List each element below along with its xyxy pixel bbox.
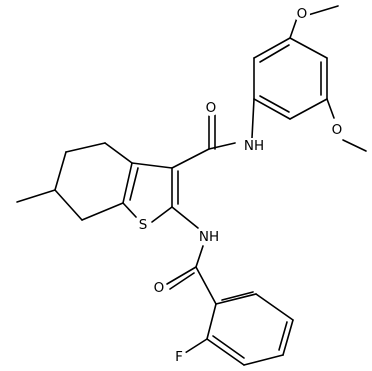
bond-fluoro-5 <box>206 338 245 366</box>
label-o-amide-upper: O <box>206 100 217 116</box>
bond-aryl-4-inner <box>259 95 290 113</box>
bond-methyl-o-top <box>307 5 339 16</box>
bond-fluoro-2 <box>255 293 294 321</box>
bond-thiophene-c3a-c7a <box>122 162 133 204</box>
atom-o-methoxy-right: O <box>329 122 345 138</box>
bond-nh-upper-carbonyl <box>208 142 236 150</box>
bond-carbonyl-o-lower-a <box>166 266 197 285</box>
bond-carbonyl-thiophene <box>171 148 210 169</box>
bond-ring-c5-c6 <box>54 151 67 191</box>
bond-aryl-1 <box>289 37 328 59</box>
bond-thiophene-c7a-s <box>122 202 137 218</box>
bond-ring-c7-c7a <box>81 202 124 221</box>
atom-f-fluoro: F <box>171 349 187 365</box>
bond-aryl-6-inner <box>259 44 290 63</box>
bond-ring-c3a-c4 <box>104 142 133 164</box>
bond-fluoro-1 <box>215 293 257 305</box>
label-o-methoxy-top: O <box>297 6 308 22</box>
bond-thiophene-s-c2 <box>151 206 173 223</box>
bond-nh-lower-carbonyl <box>195 245 204 268</box>
bond-aryl-4 <box>253 98 291 120</box>
bond-carbonyl-o-lower-b <box>169 272 195 290</box>
bond-aryl-nh-upper <box>251 98 255 139</box>
atom-o-amide-upper: O <box>203 100 219 116</box>
bond-o-top-aryl <box>289 17 298 39</box>
bond-aryl-3 <box>289 98 328 120</box>
bond-fluoro-1-inner <box>221 291 254 301</box>
bond-fluoro-3-inner <box>278 321 288 351</box>
bond-ring-c6-methyl <box>16 189 56 203</box>
label-o-methoxy-right: O <box>332 122 343 138</box>
bond-fluoro-4 <box>243 354 284 366</box>
bond-thiophene-c3-c3a <box>131 162 173 169</box>
label-f-fluoro: F <box>175 349 183 365</box>
atom-nh-amide-lower: NH <box>197 229 221 245</box>
atom-nh-amide-upper: NH <box>242 138 266 154</box>
bond-aryl-o-right <box>326 98 335 119</box>
label-o-amide-lower: O <box>154 280 165 296</box>
bond-fluoro-3 <box>282 319 294 356</box>
bond-carbonyl-fluorophenyl <box>195 266 217 305</box>
atom-s-thiophene: S <box>135 217 151 233</box>
bond-layer <box>16 5 367 366</box>
bond-fluoro-6 <box>206 303 217 340</box>
label-nh-amide-upper: NH <box>244 138 264 154</box>
bond-ring-c6-c7 <box>54 189 83 221</box>
atom-label-layer: O O O NH S NH O F <box>135 6 345 365</box>
bond-ring-c4-c5 <box>65 142 106 153</box>
bond-thiophene-c3a-c7a-inner <box>129 167 139 201</box>
bond-aryl-6 <box>253 37 291 59</box>
atom-o-amide-lower: O <box>151 280 167 296</box>
label-s-thiophene: S <box>139 217 148 233</box>
atom-o-methoxy-top: O <box>294 6 310 22</box>
label-nh-amide-lower: NH <box>199 229 219 245</box>
bond-o-right-methyl <box>342 139 367 152</box>
bond-fluorophenyl-f <box>184 338 208 354</box>
bond-fluoro-5-inner <box>212 335 245 359</box>
bond-c2-nh-lower <box>171 206 199 229</box>
